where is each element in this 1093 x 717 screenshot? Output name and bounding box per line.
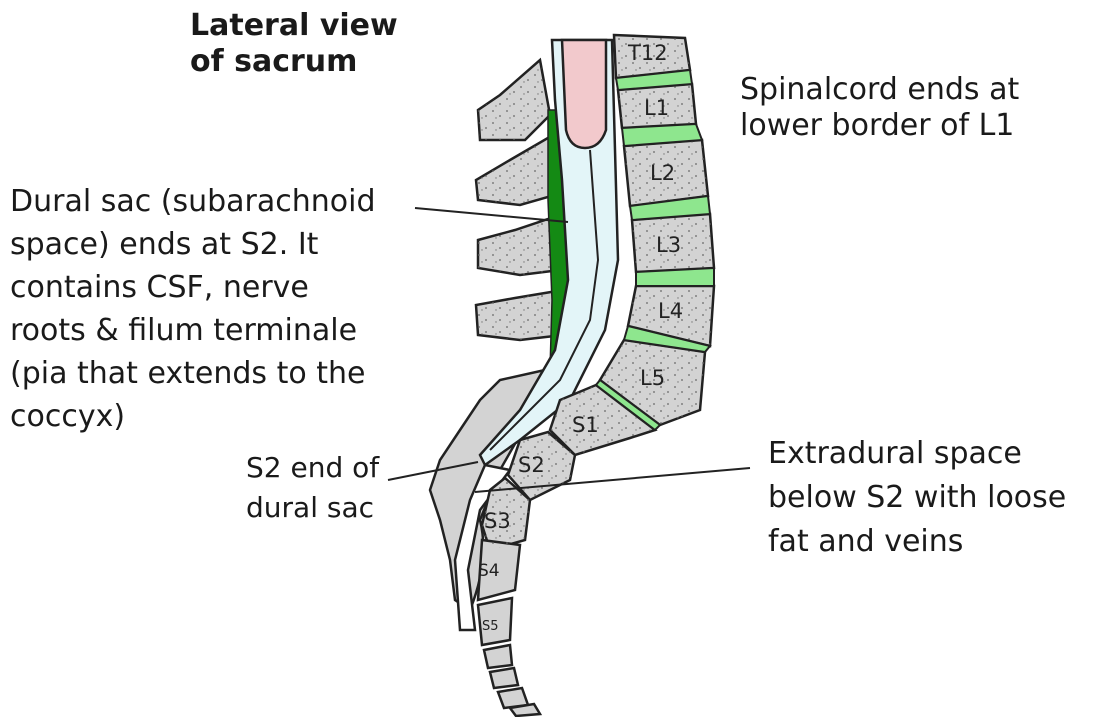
- label-line: coccyx): [10, 395, 376, 438]
- vertebra-label: S2: [518, 453, 545, 477]
- vertebra-label: S5: [482, 619, 499, 634]
- label-line: Dural sac (subarachnoid: [10, 180, 376, 223]
- label-line: roots & filum terminale: [10, 309, 376, 352]
- label-line: Spinalcord ends at: [740, 72, 1019, 108]
- title-line: Lateral view: [190, 8, 398, 44]
- label-line: below S2 with loose: [768, 476, 1066, 520]
- vertebra-label: L5: [640, 366, 665, 390]
- vertebra-label: L1: [644, 96, 669, 120]
- vertebra-label: L2: [650, 161, 675, 185]
- dural-sac-label: Dural sac (subarachnoid space) ends at S…: [10, 180, 376, 438]
- label-line: dural sac: [246, 488, 379, 528]
- label-line: S2 end of: [246, 448, 379, 488]
- vertebra-label: S4: [478, 561, 500, 581]
- extradural-label: Extradural space below S2 with loose fat…: [768, 432, 1066, 564]
- label-line: contains CSF, nerve: [10, 266, 376, 309]
- title-line: of sacrum: [190, 44, 398, 80]
- label-line: lower border of L1: [740, 108, 1019, 144]
- label-line: fat and veins: [768, 520, 1066, 564]
- spinal-cord: [562, 40, 606, 148]
- spinal-cord-label: Spinalcord ends at lower border of L1: [740, 72, 1019, 144]
- vertebra-label: S1: [572, 413, 599, 437]
- vertebra-label: S3: [484, 509, 511, 533]
- label-line: Extradural space: [768, 432, 1066, 476]
- vertebra-label: L3: [656, 233, 681, 257]
- s2-end-label: S2 end of dural sac: [246, 448, 379, 528]
- vertebra-label: T12: [627, 41, 668, 65]
- label-line: space) ends at S2. It: [10, 223, 376, 266]
- vertebra-label: L4: [658, 299, 683, 323]
- label-line: (pia that extends to the: [10, 352, 376, 395]
- diagram-title: Lateral view of sacrum: [190, 8, 398, 80]
